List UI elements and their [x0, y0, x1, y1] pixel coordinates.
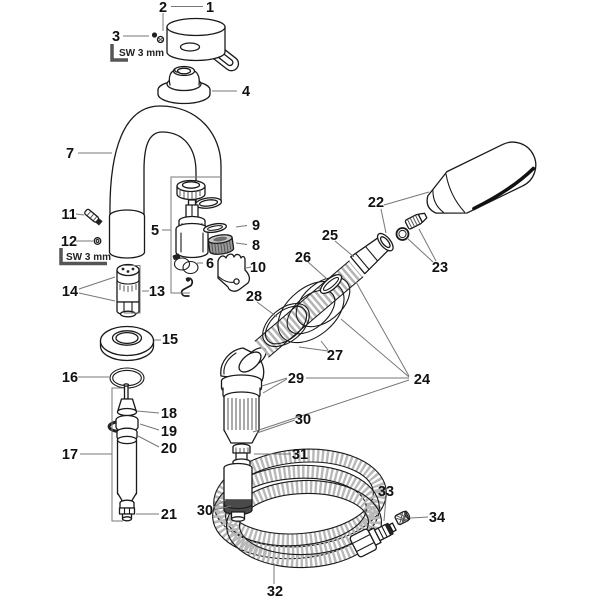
inlet-filter-drawing [394, 510, 411, 526]
part-label-27: 27 [327, 348, 343, 364]
part-label-23: 23 [432, 260, 448, 276]
part-label-5: 5 [151, 223, 159, 239]
filter-insert-drawing [404, 212, 428, 230]
part-label-19: 19 [161, 424, 177, 440]
part-label-18: 18 [161, 406, 177, 422]
ring-27b [295, 276, 351, 328]
shower-hose-drawing [212, 448, 387, 569]
part-label-3: 3 [112, 29, 120, 45]
tube-fitting-drawing [350, 232, 394, 275]
dip-tube-drawing [107, 383, 139, 522]
flange-drawing [99, 325, 155, 362]
screw-11-drawing [84, 208, 103, 226]
part-label-8: 8 [252, 238, 260, 254]
hose-connector-drawing [349, 522, 397, 558]
oring-9 [203, 222, 227, 234]
part-label-14: 14 [62, 284, 78, 300]
grub-screw-3 [151, 32, 158, 38]
part-label-34: 34 [429, 510, 445, 526]
screw-plug-2 [156, 35, 165, 44]
valve-drawing [116, 263, 140, 318]
nut-12-drawing [93, 237, 102, 245]
part-label-2: 2 [159, 0, 167, 16]
oring-23-inner [398, 229, 407, 239]
part-label-17: 17 [62, 447, 78, 463]
part-label-30: 30 [197, 503, 213, 519]
hand-shower-drawing [426, 141, 537, 214]
part-label-24: 24 [414, 372, 430, 388]
part-label-13: 13 [149, 284, 165, 300]
clamp-drawing [172, 253, 199, 275]
part-label-28: 28 [246, 289, 262, 305]
part-label-30: 30 [295, 412, 311, 428]
oring-23 [395, 227, 410, 241]
part-label-33: 33 [378, 484, 394, 500]
part-label-10: 10 [250, 260, 266, 276]
allen-key-icon [110, 44, 128, 62]
holder-body-drawing [220, 347, 267, 522]
part-label-12: 12 [61, 234, 77, 250]
ring-26 [319, 273, 343, 295]
allen-key-note-top: SW 3 mm [110, 44, 164, 62]
spout-end-drawing [217, 253, 251, 292]
part-label-16: 16 [62, 370, 78, 386]
part-label-20: 20 [161, 441, 177, 457]
part-label-9: 9 [252, 218, 260, 234]
part-label-31: 31 [292, 447, 308, 463]
part-label-1: 1 [206, 0, 214, 16]
part-label-26: 26 [295, 250, 311, 266]
part-label-22: 22 [368, 195, 384, 211]
allen-key-note-bottom: SW 3 mm [59, 248, 111, 266]
part-label-7: 7 [66, 146, 74, 162]
escutcheon-drawing [157, 65, 211, 105]
part-label-11: 11 [61, 207, 76, 223]
allen-key-size-label: SW 3 mm [66, 252, 111, 263]
handle-drawing [166, 17, 240, 72]
seal-rings-drawing [262, 273, 351, 348]
part-label-25: 25 [322, 228, 338, 244]
part-label-21: 21 [161, 507, 177, 523]
allen-key-size-label: SW 3 mm [119, 48, 164, 59]
part-label-29: 29 [288, 371, 304, 387]
leader-lines [75, 6, 437, 584]
part-label-15: 15 [162, 332, 178, 348]
part-label-4: 4 [242, 84, 250, 100]
retaining-clip-drawing [180, 277, 194, 297]
oring-28 [262, 302, 310, 348]
cartridge-drawing [175, 179, 209, 259]
part-number-labels: 1234567891011121314151617181920212223242… [61, 0, 448, 600]
aerator-drawing [207, 234, 235, 255]
allen-key-icon [59, 248, 107, 266]
part-label-6: 6 [206, 256, 214, 272]
part-label-32: 32 [267, 584, 283, 600]
spout-drawing [108, 105, 223, 259]
